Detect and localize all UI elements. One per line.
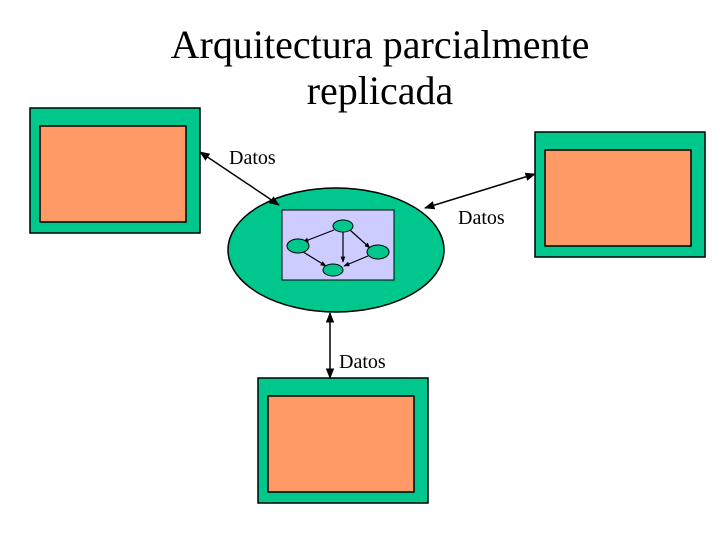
central-site <box>227 187 445 313</box>
label-right: Datos <box>458 207 505 229</box>
graph-node <box>322 263 344 277</box>
computer-right-screen <box>544 149 692 247</box>
title-line-1: Arquitectura parcialmente <box>170 22 590 67</box>
label-bottom: Datos <box>339 351 386 373</box>
computer-left-screen <box>39 125 187 223</box>
computer-bottom <box>257 377 429 504</box>
connection-left <box>199 151 280 206</box>
computer-right <box>534 131 706 258</box>
graph-edge <box>302 229 335 243</box>
connection-right <box>423 172 537 210</box>
slide-title: Arquitectura parcialmente replicada <box>100 22 660 114</box>
title-line-2: replicada <box>306 68 454 113</box>
graph-edge <box>299 249 327 267</box>
graph-edge <box>343 255 369 267</box>
graph-node <box>332 219 354 233</box>
label-left: Datos <box>229 147 276 169</box>
computer-bottom-screen <box>267 395 415 493</box>
computer-left <box>29 107 201 234</box>
graph-node <box>366 244 390 260</box>
graph-node <box>286 238 310 254</box>
graph-edge <box>349 229 371 249</box>
